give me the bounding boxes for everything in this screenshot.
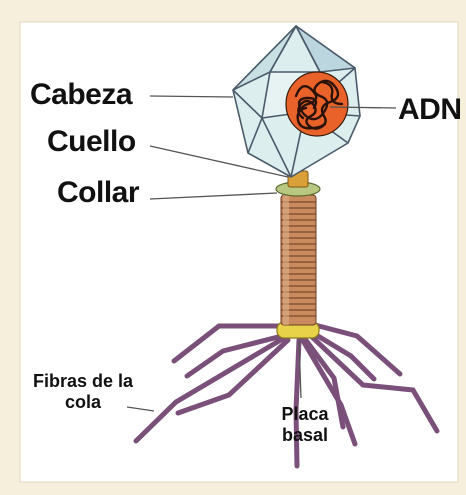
label-base-plate-line2: basal: [270, 425, 340, 446]
label-tail-fibers: Fibras de la cola: [18, 371, 148, 413]
label-head: Cabeza: [30, 78, 132, 112]
label-base-plate: Placa basal: [270, 404, 340, 446]
label-dna: ADN: [398, 93, 462, 127]
label-base-plate-line1: Placa: [270, 404, 340, 425]
label-collar: Collar: [57, 176, 139, 210]
dna: [286, 72, 348, 136]
label-tail-fibers-line1: Fibras de la: [18, 371, 148, 392]
label-neck: Cuello: [47, 125, 136, 159]
label-tail-fibers-line2: cola: [18, 392, 148, 413]
tail-sheath: [281, 195, 316, 325]
